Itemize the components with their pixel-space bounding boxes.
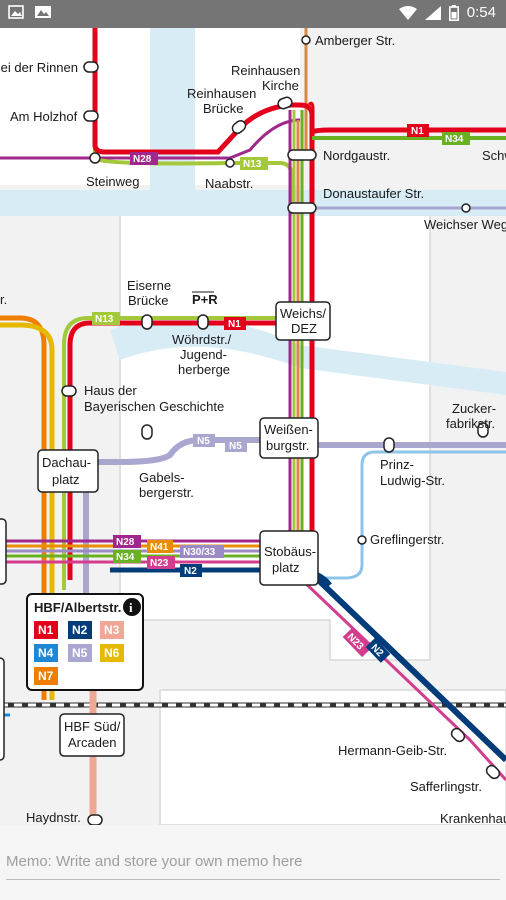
svg-text:Nordgaustr.: Nordgaustr.: [323, 148, 390, 163]
svg-text:burgstr.: burgstr.: [266, 438, 309, 453]
svg-text:Hermann-Geib-Str.: Hermann-Geib-Str.: [338, 743, 447, 758]
svg-text:N5: N5: [197, 436, 210, 447]
station-markers: [61, 35, 501, 825]
svg-text:Reinhausen: Reinhausen: [187, 86, 256, 101]
svg-text:Schw: Schw: [482, 148, 506, 163]
svg-text:Weichser Weg: Weichser Weg: [424, 217, 506, 232]
svg-text:Greflingerstr.: Greflingerstr.: [370, 532, 444, 547]
svg-text:Bei der Rinnen: Bei der Rinnen: [0, 60, 78, 75]
svg-text:i: i: [129, 600, 133, 615]
hbf-legend-box[interactable]: HBF/Albertstr. i N1 N2 N3 N4 N5 N6 N7: [26, 593, 144, 691]
svg-text:Am Holzhof: Am Holzhof: [10, 109, 78, 124]
svg-text:Prinz-: Prinz-: [380, 457, 414, 472]
wifi-icon: [398, 5, 417, 20]
svg-text:Kirche: Kirche: [262, 78, 299, 93]
transit-map[interactable]: N1 N34 N28 N13 N13 N1 N5 N5 N28 N41 N34 …: [0, 28, 506, 825]
svg-text:Wöhrdstr./: Wöhrdstr./: [172, 332, 232, 347]
info-icon[interactable]: i: [123, 598, 141, 616]
gallery-notification-icon: [35, 6, 51, 18]
svg-text:Haydnstr.: Haydnstr.: [26, 810, 81, 825]
svg-text:bergerstr.: bergerstr.: [139, 485, 194, 500]
signal-icon: [424, 5, 441, 20]
svg-text:N28: N28: [133, 154, 152, 165]
svg-text:N5: N5: [229, 441, 242, 452]
svg-text:platz: platz: [52, 472, 79, 487]
svg-text:Weichs/: Weichs/: [280, 306, 326, 321]
svg-text:Naabstr.: Naabstr.: [205, 176, 253, 191]
park-and-ride-icon: P+R: [192, 291, 218, 307]
svg-text:DEZ: DEZ: [291, 321, 317, 336]
svg-text:Steinweg: Steinweg: [86, 174, 139, 189]
svg-text:N2: N2: [184, 566, 197, 577]
svg-text:Arcaden: Arcaden: [68, 735, 116, 750]
svg-text:Brücke: Brücke: [128, 293, 168, 308]
svg-text:Haus der: Haus der: [84, 383, 137, 398]
svg-text:Krankenhaus: Krankenhaus: [440, 811, 506, 825]
svg-text:N28: N28: [116, 537, 135, 548]
svg-text:Reinhausen: Reinhausen: [231, 63, 300, 78]
svg-text:Safferlingstr.: Safferlingstr.: [410, 779, 482, 794]
svg-text:N4: N4: [38, 646, 54, 660]
svg-text:N30/33: N30/33: [183, 547, 216, 558]
line-n6: [0, 322, 55, 700]
svg-text:Amberger Str.: Amberger Str.: [315, 33, 395, 48]
clock: 0:54: [466, 4, 496, 21]
svg-text:Bayerischen Geschichte: Bayerischen Geschichte: [84, 399, 224, 414]
svg-text:N2: N2: [72, 623, 88, 637]
svg-text:N34: N34: [445, 134, 464, 145]
svg-text:Eiserne: Eiserne: [127, 278, 171, 293]
svg-text:fabrikstr.: fabrikstr.: [446, 416, 495, 431]
svg-text:Donaustaufer Str.: Donaustaufer Str.: [323, 186, 424, 201]
svg-text:Zucker-: Zucker-: [452, 401, 496, 416]
image-notification-icon: [8, 5, 24, 19]
line-n2-diagonal: [307, 569, 506, 763]
station-boxes: [0, 301, 331, 761]
svg-text:Gabels-: Gabels-: [139, 470, 185, 485]
svg-text:herberge: herberge: [178, 362, 230, 377]
svg-text:Weißen-: Weißen-: [264, 422, 313, 437]
line-n1-east: [310, 127, 506, 135]
svg-text:N34: N34: [116, 552, 135, 563]
svg-text:N1: N1: [38, 623, 54, 637]
svg-text:N3: N3: [104, 623, 120, 637]
svg-text:platz: platz: [272, 560, 299, 575]
battery-icon: [448, 4, 459, 21]
svg-text:Ludwig-Str.: Ludwig-Str.: [380, 473, 445, 488]
line-n1-north: [92, 28, 315, 155]
svg-text:Stobäus-: Stobäus-: [264, 544, 316, 559]
line-n7: [0, 315, 47, 700]
line-tags: N1 N34 N28 N13 N13 N1 N5 N5 N28 N41 N34 …: [92, 124, 470, 663]
memo-input[interactable]: [6, 843, 500, 880]
svg-text:N6: N6: [104, 646, 120, 660]
svg-text:N1: N1: [411, 126, 424, 137]
status-bar: 0:54: [0, 0, 506, 28]
svg-text:N13: N13: [95, 314, 114, 325]
station-labels: Amberger Str. Bei der Rinnen Reinhausen …: [0, 33, 506, 825]
svg-text:r.: r.: [0, 292, 7, 307]
line-n1-n13-west: [67, 320, 312, 580]
svg-text:N23: N23: [150, 558, 169, 569]
svg-text:N13: N13: [243, 159, 262, 170]
line-n4: [300, 450, 506, 580]
svg-text:Dachau-: Dachau-: [42, 455, 91, 470]
svg-text:N5: N5: [72, 646, 88, 660]
memo-bar: [0, 825, 506, 900]
svg-text:HBF/Albertstr.: HBF/Albertstr.: [34, 600, 121, 615]
svg-text:Jugend-: Jugend-: [180, 347, 227, 362]
svg-text:N41: N41: [150, 542, 169, 553]
svg-text:P+R: P+R: [192, 292, 218, 307]
svg-text:N7: N7: [38, 669, 54, 683]
svg-text:Brücke: Brücke: [203, 101, 243, 116]
svg-text:HBF Süd/: HBF Süd/: [64, 719, 121, 734]
line-n13-west: [62, 316, 300, 590]
svg-text:N1: N1: [228, 319, 241, 330]
